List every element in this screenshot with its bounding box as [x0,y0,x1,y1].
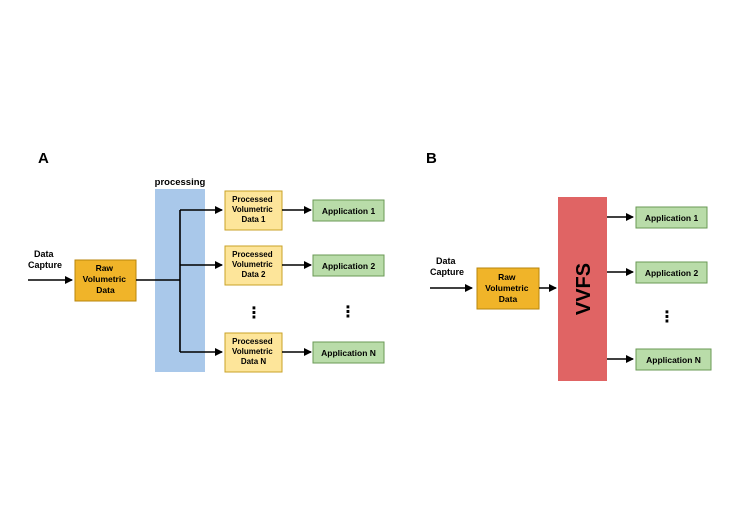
panel-a-application-box-1 [312,199,385,222]
panel-a-label: A [38,150,49,167]
processing-label: processing [155,177,206,188]
panel-b-label: B [426,150,437,167]
panel-b-application-box-1 [635,206,708,229]
panel-a-application-label-1: Application 1 [322,206,376,216]
panel-b-application-ellipsis: ⋮ [659,309,675,326]
panel-a-raw-box [74,259,137,302]
panel-b-application-label-n: Application N [646,355,701,365]
processed-label-n: Processed Volumetric Data N [232,337,275,366]
vvfs-label: VVFS [573,263,595,315]
panel-a-data-capture-label: Data Capture [28,249,62,270]
panel-a-application-label-n: Application N [321,348,376,358]
panel-b-application-label-1: Application 1 [645,213,699,223]
panel-b-application-label-2: Application 2 [645,268,699,278]
processed-box-n [224,332,283,373]
panel-a-processed-ellipsis: ⋮ [246,305,262,322]
panel-a-application-box-2 [312,254,385,277]
panel-b-data-capture-label: Data Capture [430,256,464,277]
vvfs-block [558,197,607,381]
processed-label-1: Processed Volumetric Data 1 [232,195,275,224]
processed-label-2: Processed Volumetric Data 2 [232,250,275,279]
panel-a-application-ellipsis: ⋮ [340,304,356,321]
panel-b-application-box-2 [635,261,708,284]
panel-a-raw-label: Raw Volumetric Data [83,263,129,295]
panel-b-raw-label: Raw Volumetric Data [485,272,531,304]
panel-b-application-box-n [635,348,712,371]
panel-a-application-box-n [312,341,385,364]
processed-box-1 [224,190,283,231]
panel-a-application-label-2: Application 2 [322,261,376,271]
